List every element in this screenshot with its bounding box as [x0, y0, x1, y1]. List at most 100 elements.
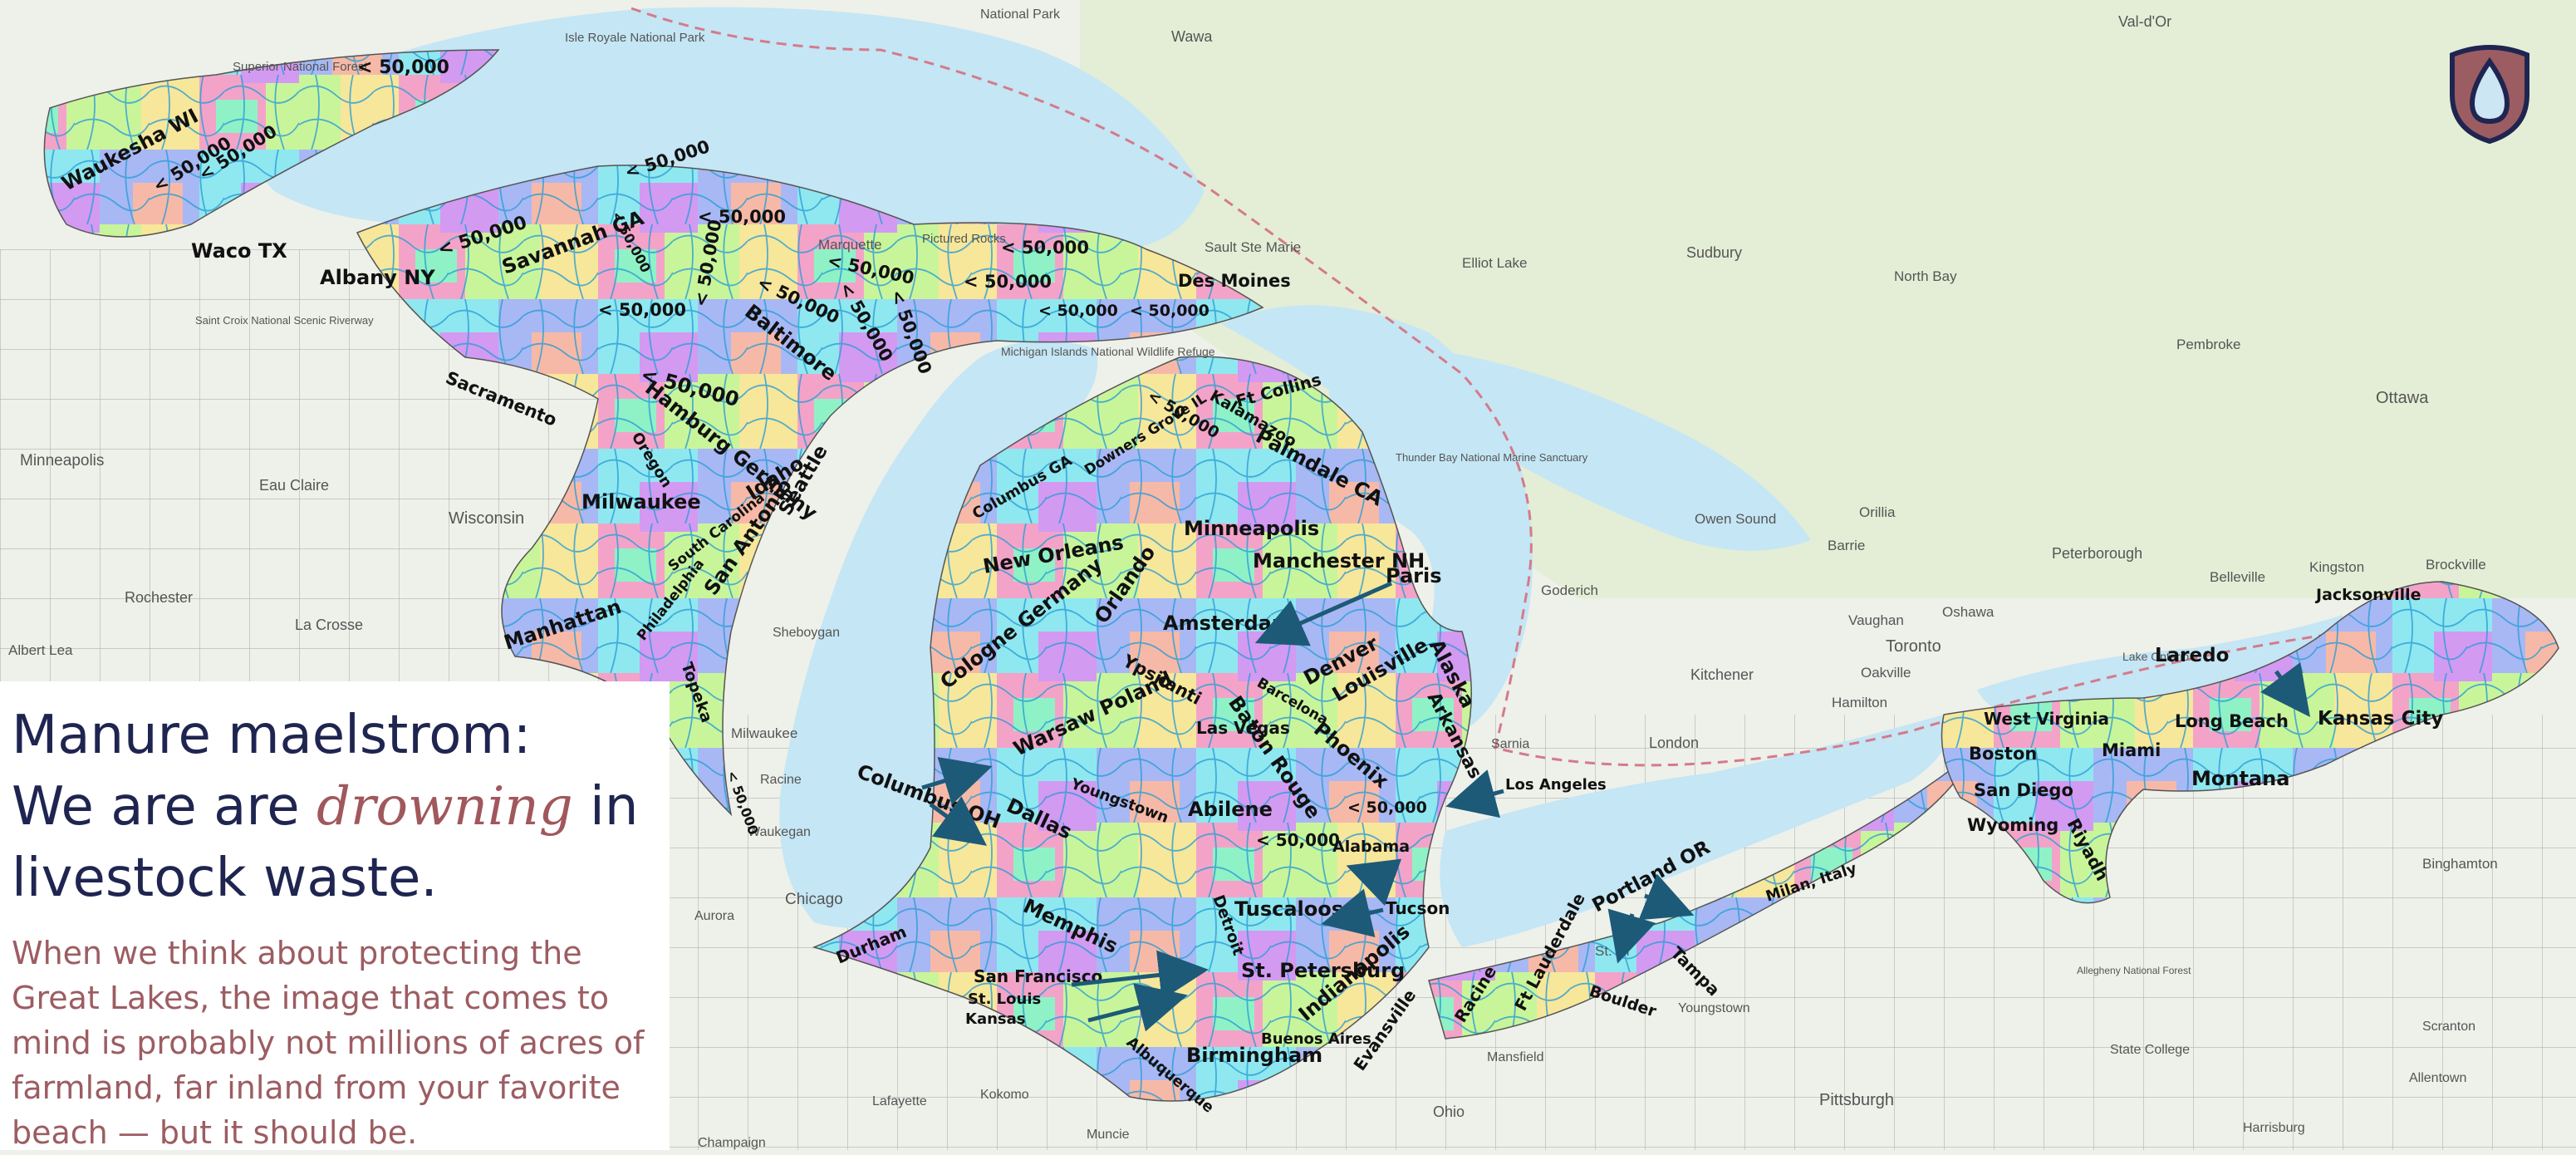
watershed-label: < 50,000	[357, 57, 449, 78]
place-label: State College	[2110, 1043, 2190, 1057]
headline-callout: Manure maelstrom: We are are drowning in…	[0, 681, 670, 1151]
place-label: Michigan Islands National Wildlife Refug…	[1001, 345, 1215, 358]
place-label: Lake Ontario	[2122, 650, 2189, 663]
watershed-label: Tucson	[1386, 898, 1450, 918]
place-label: Peterborough	[2052, 545, 2142, 562]
headline-line-1: Manure maelstrom:	[12, 705, 532, 766]
place-label: Elliot Lake	[1462, 255, 1527, 271]
place-label: Muncie	[1087, 1128, 1130, 1142]
watershed-label: Wyoming	[1967, 815, 2058, 835]
watershed-regions	[43, 49, 2559, 1102]
georgian-bay	[1429, 349, 1811, 551]
place-label: Scranton	[2422, 1020, 2475, 1034]
place-label: Youngstown	[1678, 1001, 1750, 1015]
intro-paragraph: When we think about protecting the Great…	[12, 935, 645, 1151]
watershed-label: Amsterdam	[1163, 612, 1293, 635]
arrow-phoenix-1	[921, 756, 993, 805]
place-label: Brockville	[2426, 557, 2486, 573]
place-label: Wawa	[1171, 28, 1213, 45]
watershed-label: Manchester NH	[1253, 549, 1425, 573]
watershed-label: < 50,000	[964, 272, 1052, 292]
place-label: Belleville	[2210, 569, 2265, 585]
arrow-boulder-1	[1607, 908, 1656, 964]
watershed-label: Des Moines	[1178, 271, 1291, 291]
water-drop-shield-icon	[2450, 45, 2529, 145]
place-label: Ottawa	[2376, 389, 2429, 407]
watershed-label: Long Beach	[2175, 711, 2289, 731]
watershed-label: Alabama	[1332, 838, 1410, 856]
place-label: Lafayette	[872, 1094, 927, 1108]
place-label: Ohio	[1433, 1103, 1465, 1120]
arrow-abilene	[1346, 858, 1402, 907]
watershed-label: < 50,000	[698, 207, 786, 227]
watershed-label: < 50,000	[1130, 302, 1209, 320]
watershed-label: Paris	[1386, 564, 1442, 587]
place-label: Sudbury	[1686, 244, 1742, 261]
arrow-tuscaloosa	[1321, 888, 1384, 937]
place-label: Owen Sound	[1695, 511, 1776, 527]
place-label: Orillia	[1859, 504, 1896, 520]
place-label: Allentown	[2409, 1071, 2466, 1085]
place-label: Wisconsin	[449, 509, 524, 528]
watershed-label: Albany NY	[320, 266, 435, 289]
place-label: Superior National Forest	[233, 60, 368, 74]
place-label: Waukegan	[748, 825, 811, 839]
place-label: Albert Lea	[8, 642, 73, 658]
place-label: Pittsburgh	[1819, 1091, 1894, 1109]
place-label: Racine	[760, 773, 802, 787]
place-label: Oakville	[1861, 665, 1911, 681]
lake-superior	[253, 7, 1205, 249]
place-label: Rochester	[125, 589, 193, 606]
place-label: Hamilton	[1832, 695, 1887, 710]
arrow-phoenix-2	[929, 796, 988, 846]
place-label: Allegheny National Forest	[2077, 965, 2191, 976]
place-label: Kitchener	[1690, 666, 1754, 683]
arrow-san-francisco	[1087, 983, 1188, 1032]
headline-line-3: livestock waste.	[12, 848, 438, 909]
callout-arrows	[921, 581, 2310, 1032]
place-label: Eau Claire	[259, 477, 329, 494]
arrow-manchester-nh	[1254, 581, 1393, 646]
place-label: Val-d'Or	[2118, 13, 2171, 30]
watershed-label: Miami	[2102, 740, 2161, 760]
place-label: Sault Ste Marie	[1205, 239, 1301, 255]
watershed-label: Laredo	[2155, 645, 2229, 666]
watershed-label: Milwaukee	[581, 490, 701, 514]
watershed-label: Tuscaloosa	[1234, 897, 1357, 921]
place-label: Goderich	[1541, 582, 1598, 598]
lake-huron	[1221, 305, 1533, 732]
place-label: Aurora	[694, 909, 734, 923]
place-label: Kingston	[2309, 559, 2364, 575]
us-canada-border	[631, 7, 2352, 767]
place-label: Saint Croix National Scenic Riverway	[195, 314, 374, 327]
watershed-label: < 50,000	[1347, 799, 1427, 817]
watershed-label: Minneapolis	[1184, 517, 1319, 540]
watershed-label: Los Angeles	[1505, 776, 1607, 794]
watershed-label: Waco TX	[191, 239, 287, 263]
arrow-boulder-2	[1638, 873, 1695, 921]
watershed-label: Buenos Aires	[1261, 1030, 1371, 1048]
place-label: Sarnia	[1491, 737, 1529, 751]
watershed-upper-west	[43, 49, 500, 238]
watershed-label: Jacksonville	[2314, 586, 2421, 604]
place-label: Isle Royale National Park	[565, 31, 705, 45]
place-label: North Bay	[1894, 268, 1957, 284]
watershed-label: Abilene	[1188, 798, 1273, 821]
watershed-label: St. Petersburg	[1241, 959, 1405, 982]
watershed-label: West Virginia	[1984, 709, 2109, 729]
place-label: Marquette	[818, 237, 882, 253]
watershed-michigan-lp	[812, 356, 1472, 1102]
place-label: Pembroke	[2176, 337, 2240, 352]
place-label: Binghamton	[2422, 856, 2498, 872]
base-map-places: National Park Wawa Val-d'Or Superior Nat…	[8, 7, 2498, 1150]
headline-emphasis: drowning	[316, 776, 573, 838]
place-label: Chicago	[785, 891, 843, 908]
place-label: Pictured Rocks	[922, 232, 1006, 246]
watershed-label: San Diego	[1974, 780, 2073, 800]
watershed-label: Birmingham	[1186, 1044, 1322, 1067]
place-label: Minneapolis	[20, 452, 104, 469]
arrow-st-petersburg	[1071, 950, 1209, 1000]
watershed-label: < 50,000	[1001, 238, 1089, 258]
watershed-label: < 50,000	[1256, 830, 1340, 850]
